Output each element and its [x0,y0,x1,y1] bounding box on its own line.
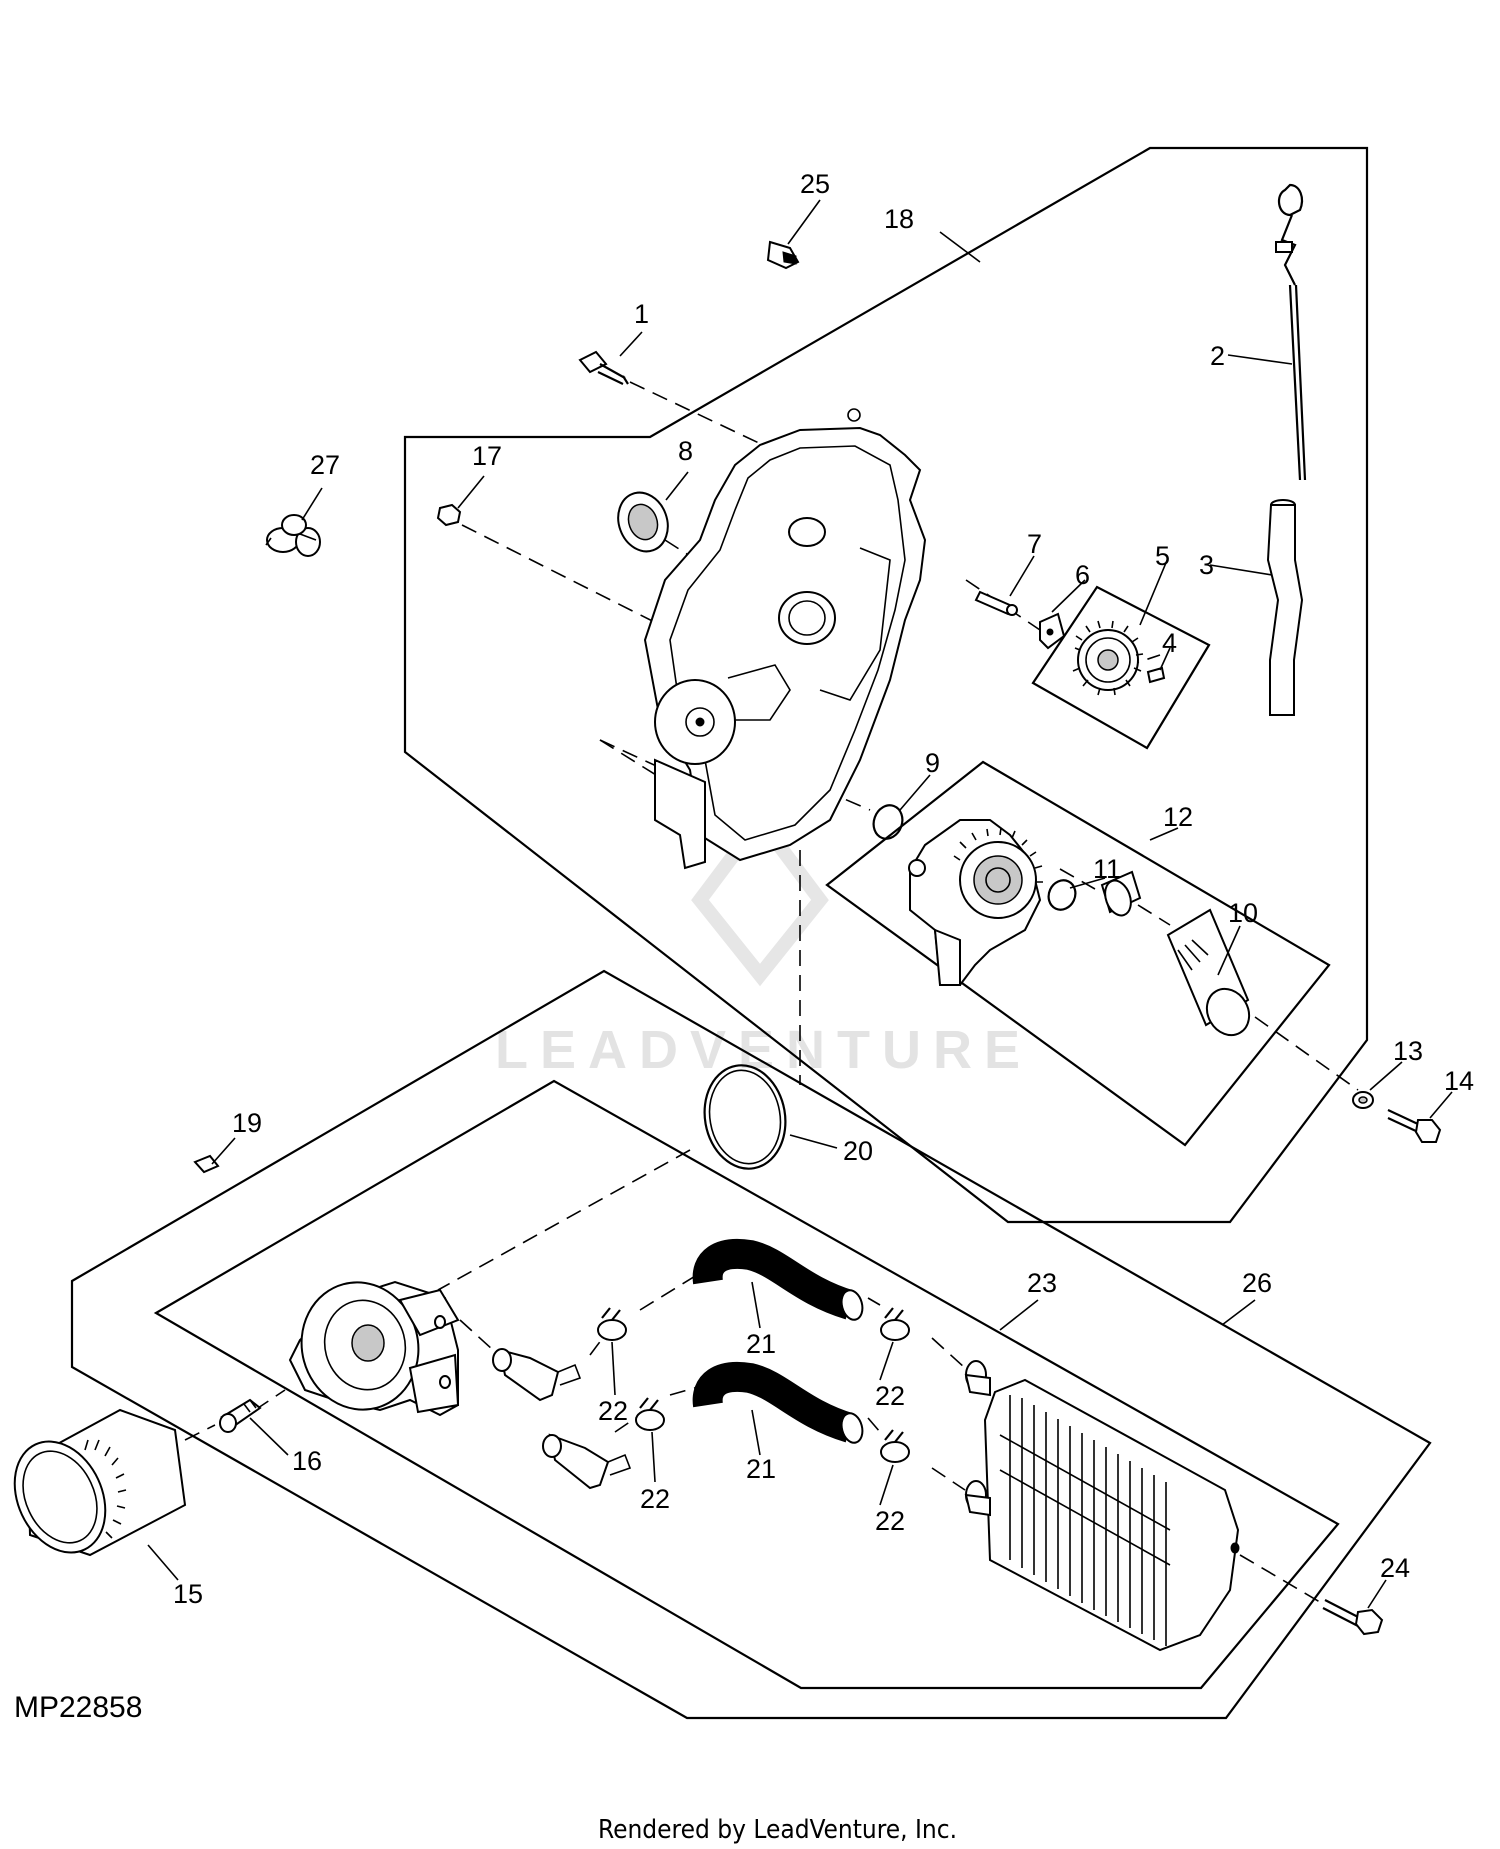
group-outline-18 [403,146,1369,1224]
dipstick-part-2 [1275,183,1307,481]
callout-8: 8 [678,436,693,466]
hose-clamp-part-22a [597,1307,627,1341]
hose-part-21-upper [692,1238,864,1321]
callout-11: 11 [1093,854,1121,884]
callout-9: 9 [925,748,940,778]
sender-part-25 [766,240,800,270]
timing-gear-cover-part-18 [643,408,927,870]
group-outline-5 [1031,585,1211,750]
pickup-screen-part-10 [1100,870,1251,1037]
gear-part-5 [1072,620,1144,696]
watermark: LEADVENTURE [495,808,1032,1080]
callout-21-upper: 21 [746,1329,776,1359]
filter-adapter-part-26 [288,1280,460,1417]
callout-12: 12 [1163,802,1193,832]
cap-screw-part-1 [578,350,629,385]
callout-25: 25 [800,169,830,199]
o-ring-part-11 [1047,879,1077,911]
callout-22-d: 22 [875,1506,905,1536]
callout-27: 27 [310,450,340,480]
callout-4: 4 [1162,628,1177,658]
callout-22-b: 22 [875,1381,905,1411]
o-ring-part-9 [872,804,904,840]
callout-22-a: 22 [598,1396,628,1426]
hose-clamp-part-22d [880,1429,910,1463]
callout-14: 14 [1444,1066,1474,1096]
plate-part-6 [1039,612,1066,650]
elbow-fitting-lower [542,1433,632,1490]
elbow-fitting-upper [492,1348,582,1402]
cap-screw-part-24 [1322,1599,1384,1636]
callout-13: 13 [1393,1036,1423,1066]
callout-21-lower: 21 [746,1454,776,1484]
nipple-part-16 [219,1398,262,1433]
hose-part-21-lower [692,1361,864,1444]
oil-filter-part-15 [13,1408,187,1557]
callout-20: 20 [843,1136,873,1166]
o-ring-part-20 [703,1064,787,1170]
callout-15: 15 [173,1579,203,1609]
callout-23: 23 [1027,1268,1057,1298]
washer-part-13 [1352,1091,1374,1109]
callout-10: 10 [1228,898,1258,928]
callout-2: 2 [1210,341,1225,371]
render-credit-footer: Rendered by LeadVenture, Inc. [598,1815,957,1845]
callout-19: 19 [232,1108,262,1138]
callout-leader-lines [147,199,1453,1609]
oil-seal-part-8 [617,491,669,553]
cap-screw-part-14 [1387,1109,1442,1143]
plug-part-17 [436,503,462,527]
watermark-text: LEADVENTURE [495,1020,1032,1080]
callout-17: 17 [472,441,502,471]
hose-clamp-part-22c [635,1397,665,1431]
callout-18: 18 [884,204,914,234]
group-outline-26 [70,969,1432,1720]
group-outline-12 [825,760,1331,1147]
tee-fitting-part-27 [265,514,321,557]
callout-labels: 1 2 3 4 5 6 7 8 9 10 11 12 13 14 15 16 1… [173,169,1474,1609]
pin-part-7 [974,590,1018,616]
dipstick-tube-part-3 [1266,499,1304,716]
callout-26: 26 [1242,1268,1272,1298]
callout-5: 5 [1155,541,1170,571]
oil-cooler-part-23 [964,1360,1240,1652]
callout-3: 3 [1199,550,1214,580]
callout-6: 6 [1075,560,1090,590]
oil-pump-part-12 [908,819,1043,987]
callout-16: 16 [292,1446,322,1476]
group-outline-23 [153,1079,1340,1690]
fitting-part-19 [193,1154,220,1174]
figure-id: MP22858 [14,1691,142,1724]
callout-22-c: 22 [640,1484,670,1514]
callout-1: 1 [634,299,649,329]
pin-part-4 [1146,666,1166,684]
hose-clamp-part-22b [880,1307,910,1341]
callout-7: 7 [1027,529,1042,559]
callout-24: 24 [1380,1553,1410,1583]
